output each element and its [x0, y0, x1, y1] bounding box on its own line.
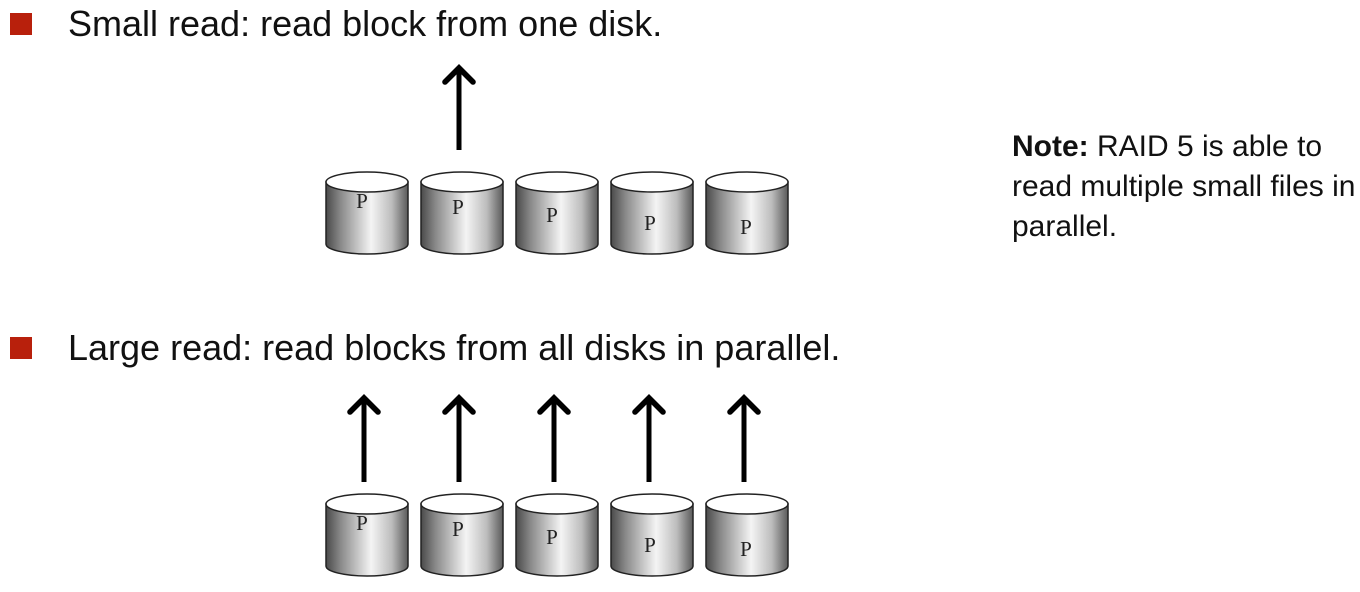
small-read-diagram: P P P P P [325, 64, 789, 255]
large-read-disk-4: P [610, 493, 694, 577]
disk-body [325, 181, 409, 255]
small-read-disk-5: P [705, 171, 789, 255]
small-read-disk-4: P [610, 171, 694, 255]
disk-top [325, 493, 409, 515]
large-read-disk-1: P [325, 493, 409, 577]
disk-top [515, 171, 599, 193]
small-read-disk-3: P [515, 171, 599, 255]
disk-parity-label: P [356, 189, 368, 213]
disk-parity-label: P [546, 525, 558, 549]
large-read-diagram: P P P P P [325, 394, 789, 577]
bullet-square-icon [10, 13, 32, 35]
disk-top [420, 493, 504, 515]
disk-parity-label: P [740, 537, 752, 561]
disk-parity-label: P [356, 511, 368, 535]
disk-top [705, 493, 789, 515]
disk-top [610, 493, 694, 515]
disk-body [515, 503, 599, 577]
disk-body [705, 181, 789, 255]
bullet-small-read: Small read: read block from one disk. [0, 6, 662, 42]
small-read-disk-2: P [420, 171, 504, 255]
note-label: Note: [1012, 130, 1089, 163]
disk-body [420, 503, 504, 577]
large-read-disk-5: P [705, 493, 789, 577]
disk-parity-label: P [740, 215, 752, 239]
disk-parity-label: P [546, 203, 558, 227]
disk-parity-label: P [452, 195, 464, 219]
large-read-disk-3: P [515, 493, 599, 577]
bullet-small-read-text: Small read: read block from one disk. [68, 3, 663, 44]
note-box: Note: RAID 5 is able to read multiple sm… [1012, 127, 1357, 247]
disk-body [515, 181, 599, 255]
disk-top [515, 493, 599, 515]
bullet-large-read-text: Large read: read blocks from all disks i… [68, 327, 841, 368]
disk-top [420, 171, 504, 193]
bullet-large-read: Large read: read blocks from all disks i… [0, 330, 840, 366]
disk-top [325, 171, 409, 193]
disk-body [610, 503, 694, 577]
disk-parity-label: P [644, 533, 656, 557]
disk-body [325, 503, 409, 577]
disk-body [705, 503, 789, 577]
small-read-disk-1: P [325, 171, 409, 255]
disk-parity-label: P [452, 517, 464, 541]
disk-body [420, 181, 504, 255]
disk-body [610, 181, 694, 255]
large-read-disk-2: P [420, 493, 504, 577]
note-text: RAID 5 is able to read multiple small fi… [1012, 130, 1356, 243]
disk-parity-label: P [644, 211, 656, 235]
disk-top [705, 171, 789, 193]
disk-top [610, 171, 694, 193]
bullet-square-icon [10, 337, 32, 359]
